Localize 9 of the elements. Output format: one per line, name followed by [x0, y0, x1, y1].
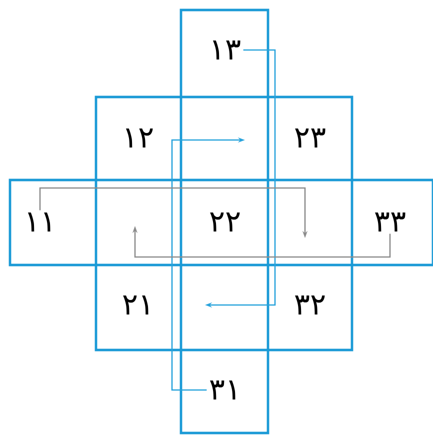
- number-label: ۳۳: [375, 212, 406, 232]
- number-label: ۳۲: [295, 295, 325, 315]
- number-label: ۱۲: [126, 128, 153, 148]
- number-label: ۱۳: [212, 40, 240, 60]
- number-label: ۲۲: [210, 212, 240, 232]
- number-label: ۲۳: [295, 128, 326, 148]
- number-label: ۲۱: [123, 295, 148, 315]
- number-label: ۱۱: [28, 212, 50, 232]
- number-label: ۳۱: [210, 380, 236, 400]
